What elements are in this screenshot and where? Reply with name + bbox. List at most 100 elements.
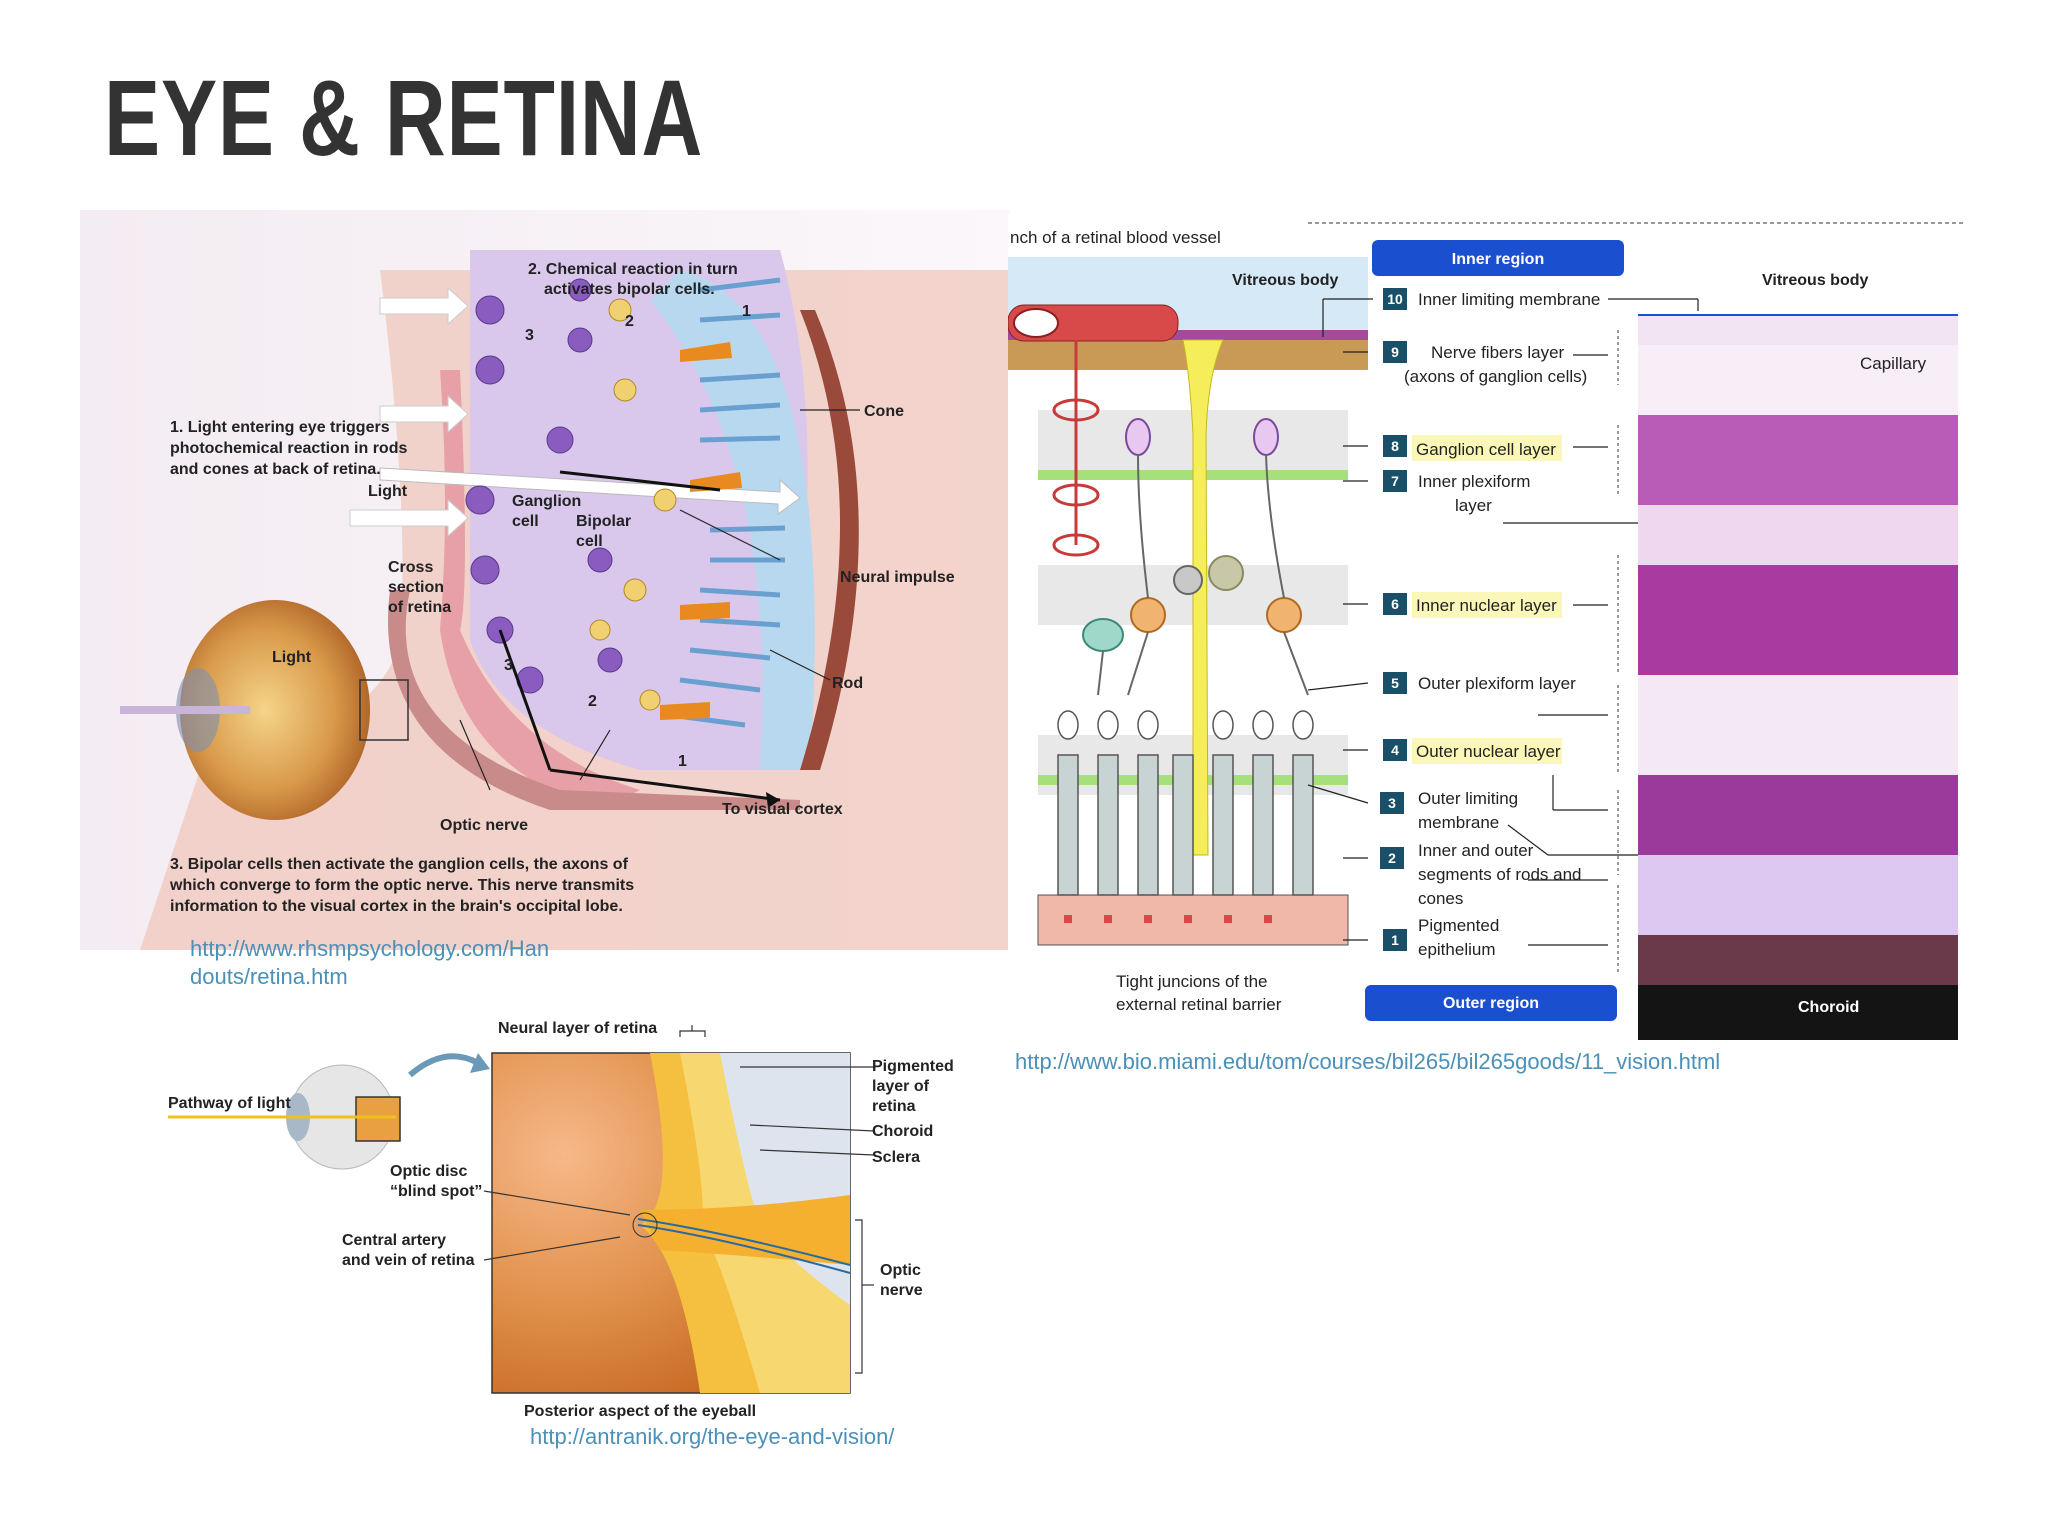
- num-1-top: 1: [742, 303, 751, 320]
- layer-6-num: 6: [1391, 596, 1399, 612]
- step3-line1: 3. Bipolar cells then activate the gangl…: [170, 856, 629, 873]
- layer-2: 2 Inner and outer segments of rods and c…: [1380, 841, 1581, 908]
- posterior-eyeball-diagram: Neural layer of retina Pathway of light …: [160, 1005, 1000, 1425]
- layer-1: 1 Pigmented epithelium: [1383, 916, 1499, 959]
- outer-region-label: Outer region: [1443, 995, 1539, 1012]
- layer-3-label-1: Outer limiting: [1418, 789, 1518, 808]
- layer-4: 4 Outer nuclear layer: [1383, 738, 1562, 764]
- vitreous-body-left: Vitreous body: [1232, 272, 1338, 289]
- pigmented-label-3: retina: [872, 1098, 916, 1115]
- layer-4-label: Outer nuclear layer: [1416, 742, 1561, 761]
- rod-label: Rod: [832, 675, 863, 692]
- step1-line1: 1. Light entering eye triggers: [170, 419, 390, 436]
- bipolar-label-1: Bipolar: [576, 513, 631, 530]
- layer-5: 5 Outer plexiform layer: [1383, 672, 1576, 694]
- layer-1-num: 1: [1391, 932, 1399, 948]
- layer-3: 3 Outer limiting membrane: [1380, 789, 1518, 832]
- optic-nerve-label: Optic nerve: [440, 817, 528, 834]
- layer-2-label-2: segments of rods and: [1418, 865, 1581, 884]
- num-3-bottom: 3: [504, 657, 513, 674]
- light-label: Light: [368, 483, 408, 500]
- layer-7-label-1: Inner plexiform: [1418, 472, 1530, 491]
- capillary-label: Capillary: [1860, 354, 1927, 373]
- pigmented-label-1: Pigmented: [872, 1058, 954, 1075]
- layer-4-num: 4: [1391, 742, 1399, 758]
- layer-8-num: 8: [1391, 438, 1399, 454]
- layer-7: 7 Inner plexiform layer: [1383, 470, 1530, 515]
- step3-line3: information to the visual cortex in the …: [170, 898, 623, 915]
- neural-layer-label: Neural layer of retina: [498, 1020, 657, 1037]
- layer-2-num: 2: [1388, 850, 1396, 866]
- layer-10-num: 10: [1387, 291, 1403, 307]
- choroid-label: Choroid: [872, 1123, 933, 1140]
- num-2-bottom: 2: [588, 693, 597, 710]
- layer-1-label-1: Pigmented: [1418, 916, 1499, 935]
- step1-line3: and cones at back of retina.: [170, 461, 381, 478]
- layer-9: 9 Nerve fibers layer (axons of ganglion …: [1383, 341, 1587, 386]
- layer-9-label-2: (axons of ganglion cells): [1404, 367, 1587, 386]
- layer-2-label-1: Inner and outer: [1418, 841, 1534, 860]
- retina-layers-diagram: Inner region Outer region nch of a retin…: [1008, 215, 1968, 1045]
- layer-9-label-1: Nerve fibers layer: [1431, 343, 1565, 362]
- layer-7-num: 7: [1391, 473, 1399, 489]
- cross-section-3: of retina: [388, 599, 451, 616]
- rhsm-link-line2[interactable]: douts/retina.htm: [190, 964, 348, 989]
- bio-miami-link[interactable]: http://www.bio.miami.edu/tom/courses/bil…: [1015, 1049, 1721, 1074]
- retina-layers-svg: Inner region Outer region nch of a retin…: [1008, 215, 1968, 1045]
- cone-label: Cone: [864, 403, 904, 420]
- num-1-bottom: 1: [678, 753, 687, 770]
- layer-5-num: 5: [1391, 675, 1399, 691]
- layer-10: 10 Inner limiting membrane: [1383, 288, 1600, 310]
- inner-region-bar: [1372, 240, 1624, 276]
- inner-region-label: Inner region: [1452, 251, 1544, 268]
- cross-section-1: Cross: [388, 559, 433, 576]
- sclera-label: Sclera: [872, 1149, 920, 1166]
- pathway-of-light-label: Pathway of light: [168, 1095, 291, 1112]
- pigmented-label-2: layer of: [872, 1078, 930, 1095]
- outer-region-bar: [1365, 985, 1617, 1021]
- layer-8-label: Ganglion cell layer: [1416, 440, 1556, 459]
- slide-title: EYE & RETINA: [104, 57, 704, 178]
- layer-7-label-2: layer: [1455, 496, 1492, 515]
- layer-1-label-2: epithelium: [1418, 940, 1496, 959]
- step1-line2: photochemical reaction in rods: [170, 440, 407, 457]
- layer-5-label: Outer plexiform layer: [1418, 674, 1576, 693]
- eyeball-caption: Posterior aspect of the eyeball: [524, 1403, 756, 1420]
- light-label-eye: Light: [272, 649, 312, 666]
- num-2-top: 2: [625, 313, 634, 330]
- central-artery-label-1: Central artery: [342, 1232, 446, 1249]
- layer-8: 8 Ganglion cell layer: [1383, 435, 1562, 461]
- vitreous-body-right: Vitreous body: [1762, 272, 1868, 289]
- layer-6-label: Inner nuclear layer: [1416, 596, 1557, 615]
- histology-image: [1638, 314, 1958, 1040]
- layer-2-label-3: cones: [1418, 889, 1463, 908]
- central-artery-label-2: and vein of retina: [342, 1252, 475, 1269]
- choroid-label: Choroid: [1798, 999, 1859, 1016]
- antranik-link[interactable]: http://antranik.org/the-eye-and-vision/: [530, 1424, 895, 1449]
- cross-section-2: section: [388, 579, 444, 596]
- retina-diagram-svg: 2. Chemical reaction in turn activates b…: [80, 210, 1010, 950]
- posterior-eyeball-svg: Neural layer of retina Pathway of light …: [168, 1020, 954, 1420]
- step3-line2: which converge to form the optic nerve. …: [169, 877, 634, 894]
- visual-cortex-label: To visual cortex: [722, 801, 843, 818]
- tight-junctions-2: external retinal barrier: [1116, 995, 1282, 1014]
- retina-diagram-photochemical: 2. Chemical reaction in turn activates b…: [80, 210, 1010, 950]
- layer-6: 6 Inner nuclear layer: [1383, 592, 1562, 618]
- step2-line2: activates bipolar cells.: [544, 281, 715, 298]
- optic-disc-label-1: Optic disc: [390, 1163, 467, 1180]
- tight-junctions-1: Tight juncions of the: [1116, 972, 1268, 991]
- neural-impulse-label: Neural impulse: [840, 569, 955, 586]
- layer-3-num: 3: [1388, 795, 1396, 811]
- optic-disc-label-2: “blind spot”: [390, 1183, 482, 1200]
- optic-nerve-label-2: nerve: [880, 1282, 923, 1299]
- blood-vessel-label: nch of a retinal blood vessel: [1010, 228, 1221, 247]
- layer-3-label-2: membrane: [1418, 813, 1499, 832]
- ganglion-label-1: Ganglion: [512, 493, 581, 510]
- layer-9-num: 9: [1391, 344, 1399, 360]
- rhsm-link-line1[interactable]: http://www.rhsmpsychology.com/Han: [190, 936, 550, 961]
- num-3-top: 3: [525, 327, 534, 344]
- optic-nerve-label-1: Optic: [880, 1262, 921, 1279]
- layer-10-label: Inner limiting membrane: [1418, 290, 1600, 309]
- bipolar-label-2: cell: [576, 533, 603, 550]
- ganglion-label-2: cell: [512, 513, 539, 530]
